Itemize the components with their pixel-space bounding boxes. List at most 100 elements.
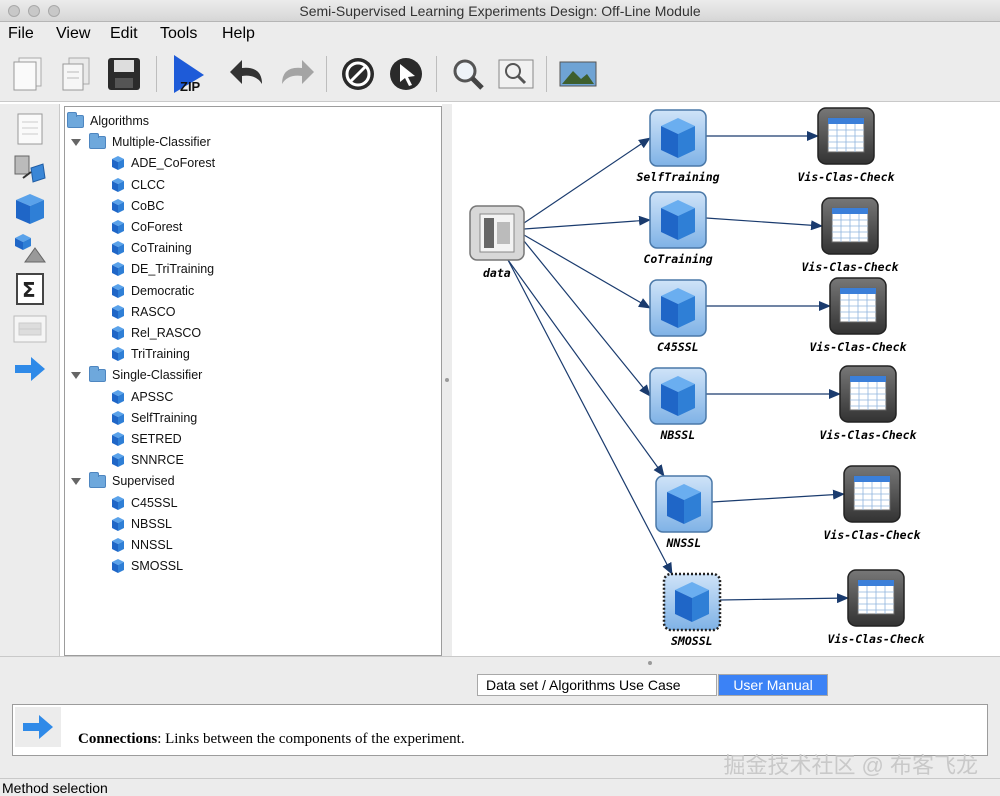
menu-file[interactable]: File: [8, 25, 34, 42]
data-import-icon: [14, 155, 46, 183]
help-icon-box: [15, 707, 61, 747]
palette-multi-method[interactable]: [12, 232, 48, 266]
palette-method[interactable]: [12, 192, 48, 226]
status-text: Method selection: [2, 780, 108, 796]
connection-edge[interactable]: [523, 240, 651, 397]
tab-use-case[interactable]: Data set / Algorithms Use Case: [477, 674, 717, 696]
tree-group[interactable]: Single-Classifier: [71, 365, 202, 385]
connection-edge[interactable]: [705, 217, 823, 231]
folder-icon: [89, 132, 106, 149]
tree-item[interactable]: RASCO: [111, 302, 175, 322]
connection-edge[interactable]: [523, 137, 651, 224]
folder-icon: [89, 471, 106, 488]
visual-check-node[interactable]: [829, 277, 887, 335]
menu-view[interactable]: View: [56, 25, 91, 42]
visual-check-node-label: Vis-Clas-Check: [827, 632, 925, 646]
tab-user-manual[interactable]: User Manual: [718, 674, 828, 696]
zip-label: ZIP: [180, 79, 201, 94]
tree-label: CoForest: [131, 220, 183, 234]
open-button[interactable]: [56, 52, 96, 96]
visual-check-node[interactable]: [817, 107, 875, 165]
tree-item[interactable]: SNNRCE: [111, 450, 184, 470]
menu-tools[interactable]: Tools: [160, 25, 198, 42]
tree-label: ADE_CoForest: [131, 156, 216, 171]
select-icon: [390, 58, 422, 90]
minimize-window-button[interactable]: [28, 5, 40, 17]
tree-group[interactable]: Multiple-Classifier: [71, 132, 211, 152]
tree-item[interactable]: Rel_RASCO: [111, 323, 201, 343]
palette-data-import[interactable]: [12, 152, 48, 186]
algorithm-node[interactable]: [649, 191, 707, 249]
select-button[interactable]: [386, 52, 426, 96]
palette-statistics[interactable]: Σ: [12, 272, 48, 306]
algorithm-node[interactable]: [649, 367, 707, 425]
tree-item[interactable]: SelfTraining: [111, 408, 197, 428]
tree-item[interactable]: Democratic: [111, 281, 194, 301]
splitter-grip: [445, 378, 449, 382]
tree-item[interactable]: SETRED: [111, 429, 182, 449]
tree-item[interactable]: NBSSL: [111, 514, 172, 534]
image-button[interactable]: [558, 52, 598, 96]
expand-triangle-icon[interactable]: [71, 477, 81, 485]
zip-icon: ZIP: [174, 55, 204, 94]
visual-check-node[interactable]: [821, 197, 879, 255]
menu-help[interactable]: Help: [222, 25, 255, 42]
search-button[interactable]: [448, 52, 488, 96]
tree-group[interactable]: Supervised: [71, 471, 175, 491]
new-button[interactable]: [8, 52, 48, 96]
visual-check-node[interactable]: [847, 569, 905, 627]
tree-item[interactable]: ADE_CoForest: [111, 153, 215, 173]
tree-item[interactable]: CoTraining: [111, 238, 192, 258]
redo-button[interactable]: [276, 52, 316, 96]
tree-label: SNNRCE: [131, 453, 184, 468]
palette-document[interactable]: [12, 112, 48, 146]
algorithm-node[interactable]: [655, 475, 713, 533]
connection-edge[interactable]: [507, 259, 673, 575]
tree-item[interactable]: CLCC: [111, 175, 165, 195]
tree-item[interactable]: CoForest: [111, 217, 182, 237]
horizontal-splitter[interactable]: [0, 656, 1000, 670]
undo-button[interactable]: [228, 52, 268, 96]
zoom-icon: [498, 59, 534, 89]
connection-edge[interactable]: [523, 215, 651, 230]
save-icon: [108, 58, 140, 90]
tree-item[interactable]: CoBC: [111, 196, 164, 216]
algorithm-node[interactable]: [649, 279, 707, 337]
palette-table[interactable]: [12, 312, 48, 346]
data-node[interactable]: [469, 205, 525, 261]
tree-label: SMOSSL: [131, 559, 184, 574]
expand-triangle-icon[interactable]: [71, 371, 81, 379]
zoom-button[interactable]: [496, 52, 536, 96]
tree-item[interactable]: DE_TriTraining: [111, 259, 214, 279]
stop-button[interactable]: [338, 52, 378, 96]
tree-root[interactable]: Algorithms: [67, 111, 149, 131]
experiment-graph: [469, 107, 905, 632]
close-window-button[interactable]: [8, 5, 20, 17]
connection-edge[interactable]: [523, 234, 651, 309]
maximize-window-button[interactable]: [48, 5, 60, 17]
connection-edge[interactable]: [711, 489, 845, 503]
palette-connection[interactable]: [12, 352, 48, 386]
tree-label: CoBC: [131, 198, 165, 213]
tree-item[interactable]: NNSSL: [111, 535, 173, 555]
tree-label: Single-Classifier: [112, 368, 203, 383]
visual-check-node[interactable]: [839, 365, 897, 423]
tree-item[interactable]: C45SSL: [111, 493, 178, 513]
connection-edge[interactable]: [719, 593, 849, 604]
tree-item[interactable]: SMOSSL: [111, 556, 183, 576]
save-button[interactable]: [104, 52, 144, 96]
tree-item[interactable]: TriTraining: [111, 344, 190, 364]
component-palette: Σ: [0, 104, 60, 656]
zip-button[interactable]: ZIP: [168, 52, 208, 96]
vertical-splitter[interactable]: [442, 104, 452, 656]
expand-triangle-icon[interactable]: [71, 138, 81, 146]
connection-edge[interactable]: [507, 259, 665, 477]
tree-item[interactable]: APSSC: [111, 387, 173, 407]
visual-check-node[interactable]: [843, 465, 901, 523]
algorithm-node[interactable]: [649, 109, 707, 167]
tree-label: NNSSL: [131, 538, 173, 552]
algorithm-node[interactable]: [662, 572, 722, 632]
menu-edit[interactable]: Edit: [110, 25, 138, 42]
